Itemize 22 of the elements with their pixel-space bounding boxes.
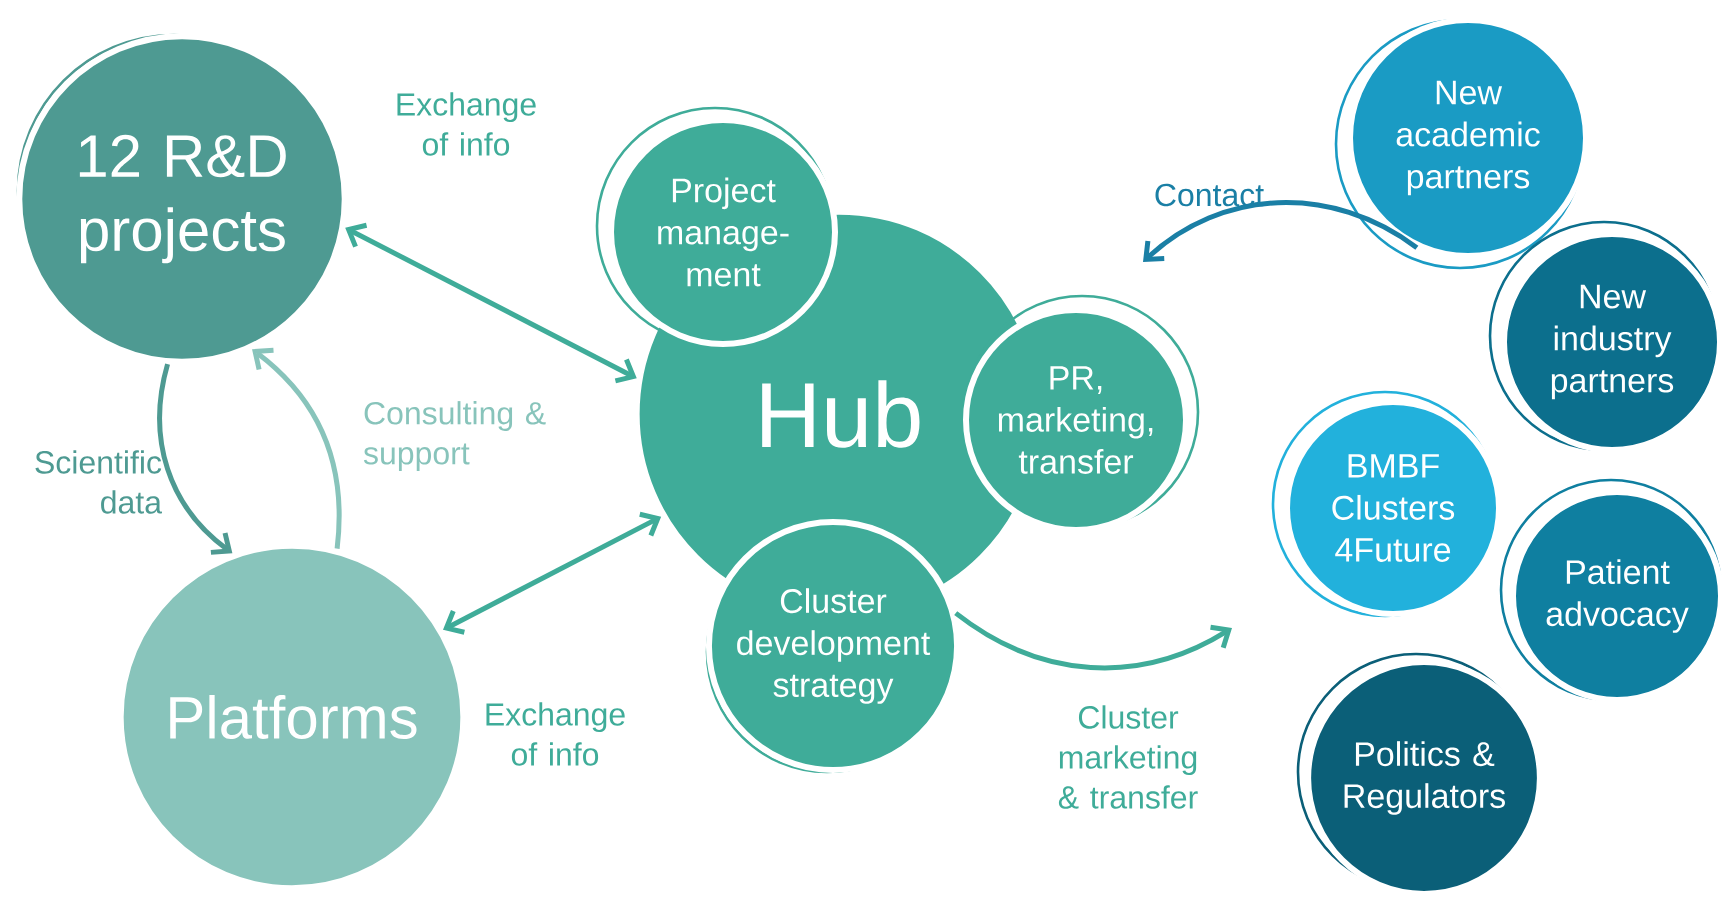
edge-label: Exchange of info <box>397 92 536 156</box>
circle-node: Cluster development strategy <box>705 518 961 774</box>
circle-node: BMBF Clusters 4Future <box>1271 390 1502 618</box>
circle-node: 12 R&D projects <box>16 33 348 365</box>
arrow <box>252 347 342 549</box>
edge-label: Contact <box>1155 183 1264 207</box>
edge-label: Cluster marketing & transfer <box>1058 705 1198 809</box>
edge-label: Consulting & support <box>363 401 546 471</box>
edge-label: Scientific data <box>35 450 162 514</box>
arrow <box>443 511 662 635</box>
circle-node: PR, marketing, transfer <box>963 294 1200 533</box>
arrow <box>954 611 1232 671</box>
circle-node: Project manage- ment <box>595 106 838 347</box>
arrow <box>345 222 637 384</box>
circle-node: Platforms <box>117 542 467 892</box>
circle-node: Patient advocacy <box>1499 478 1724 703</box>
circle-node: New academic partners <box>1334 17 1589 270</box>
edge-label: Exchange of info <box>486 702 625 766</box>
circle-node: New industry partners <box>1488 220 1723 453</box>
arrow <box>157 363 233 555</box>
arrow <box>1143 200 1419 262</box>
circle-node: Politics & Regulators <box>1296 652 1543 897</box>
